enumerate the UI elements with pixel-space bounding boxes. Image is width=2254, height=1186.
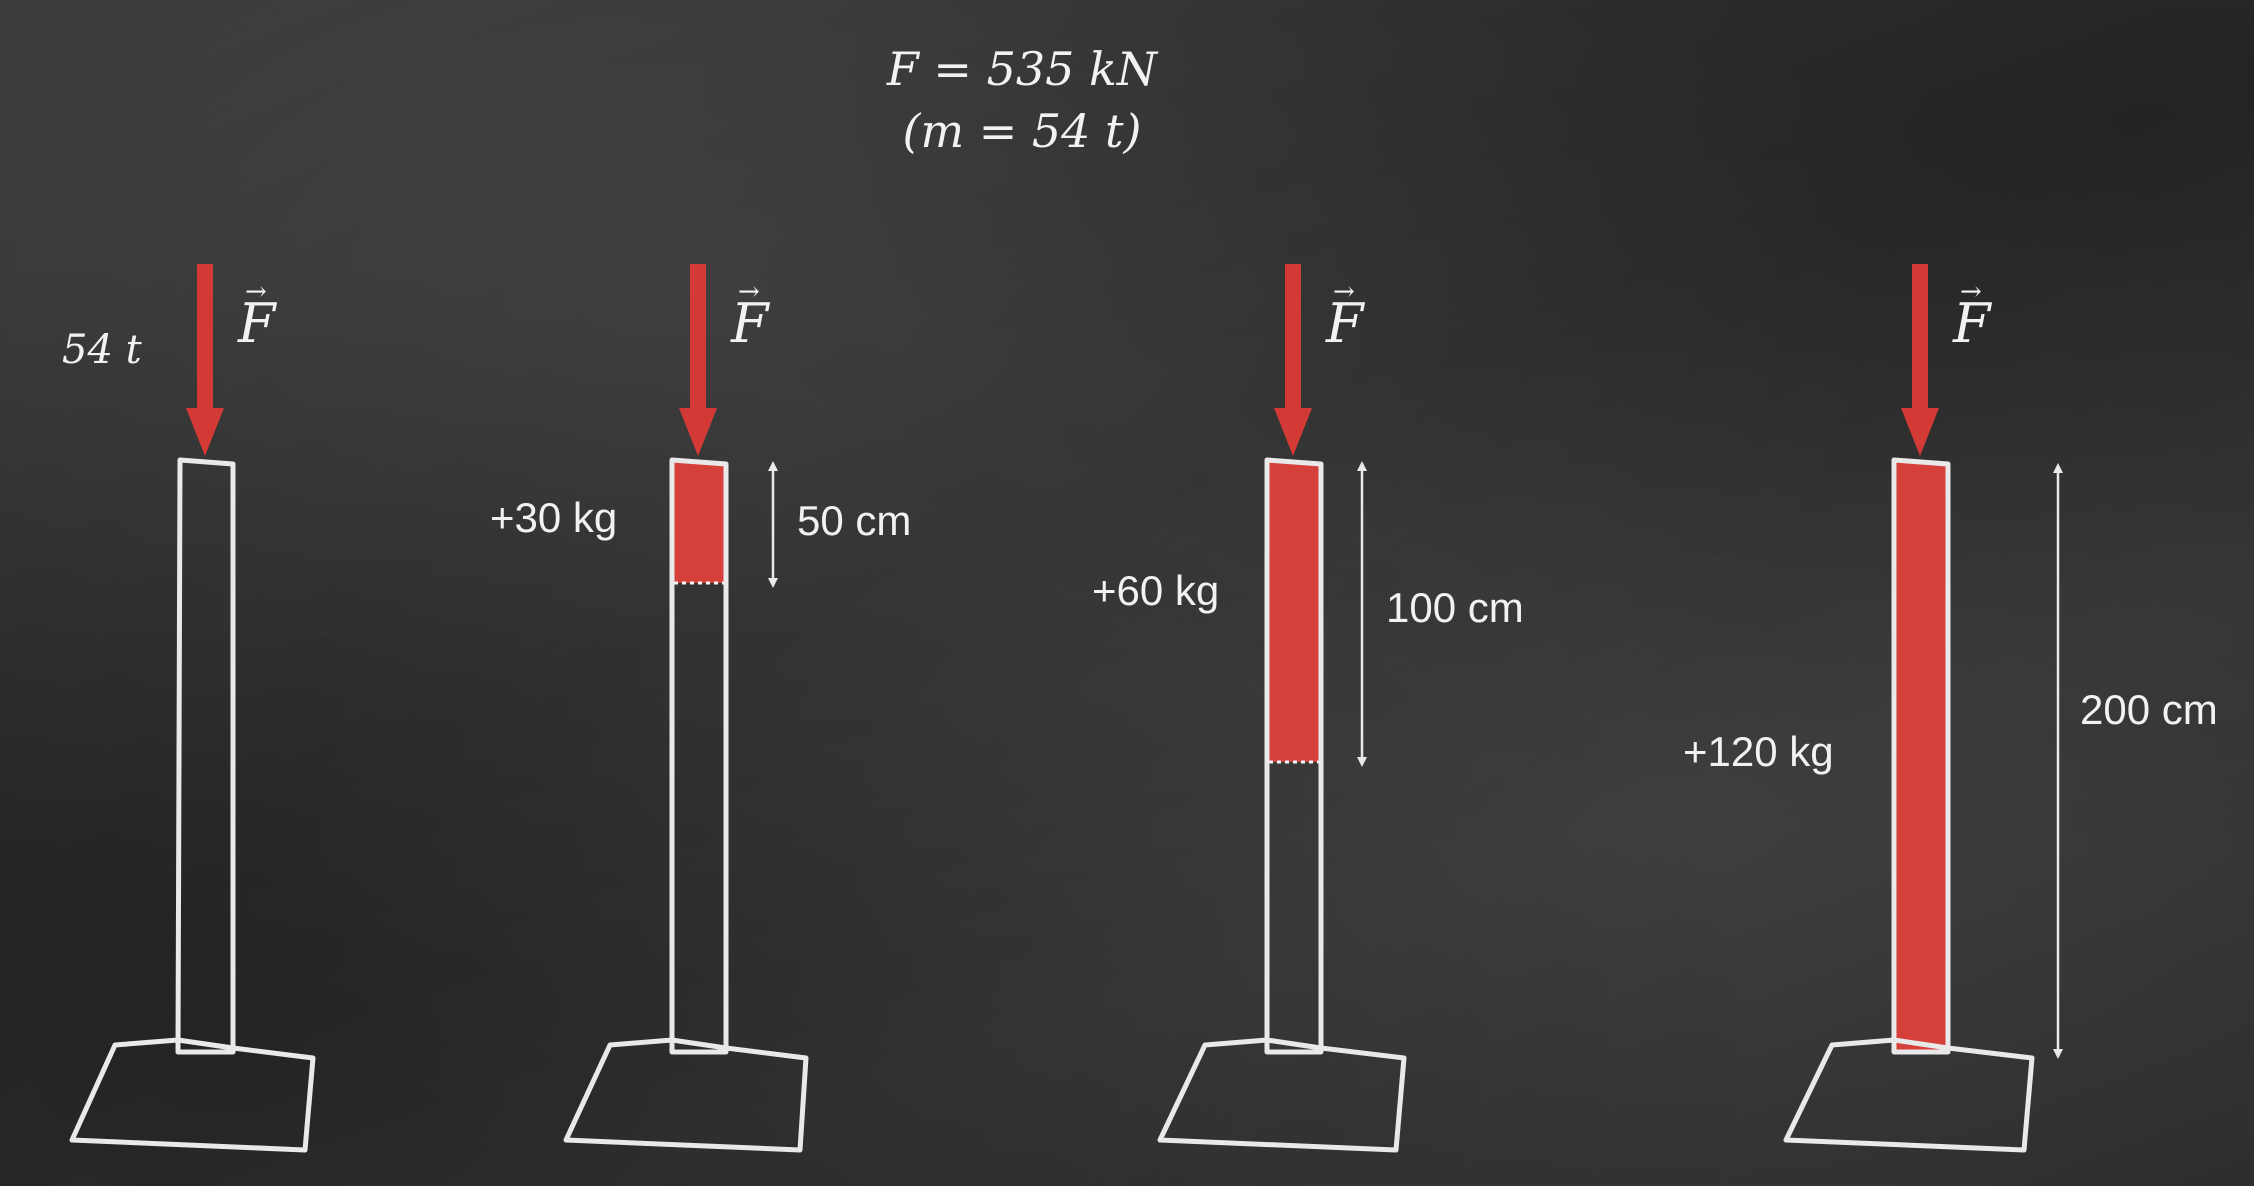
column-3: F → +60 kg 100 cm (1092, 264, 1524, 1153)
force-arrow-4 (1901, 264, 1939, 456)
added-mass-label-4: +120 kg (1683, 728, 1834, 775)
column-shaft-3 (1264, 457, 1324, 1055)
vector-arrow-glyph: → (245, 277, 267, 307)
column-base-1 (69, 1037, 316, 1153)
force-vector-label-2: F → (730, 277, 771, 355)
force-vector-label-1: F → (237, 277, 278, 355)
column-base-2 (563, 1037, 809, 1153)
height-label-4: 200 cm (2080, 686, 2218, 733)
mass-label-54t: 54 t (62, 327, 143, 373)
added-mass-label-3: +60 kg (1092, 567, 1219, 614)
svg-text:→: → (1960, 277, 1982, 307)
column-shaft-4 (1891, 457, 1951, 1055)
formula-force: F = 535 kN (886, 42, 1159, 96)
force-arrow-1 (186, 264, 224, 456)
force-vector-label-4: F → (1952, 277, 1993, 355)
added-mass-label-2: +30 kg (490, 494, 617, 541)
force-arrow-3 (1274, 264, 1312, 456)
column-shaft-2 (669, 457, 729, 1055)
force-vector-symbol: F (237, 292, 278, 355)
column-2: F → +30 kg 50 cm (490, 264, 911, 1153)
load-fill-4 (1896, 462, 1948, 1052)
formula-mass: (m = 54 t) (903, 104, 1142, 158)
column-4: F → +120 kg 200 cm (1683, 264, 2218, 1153)
force-vector-symbol: F (730, 292, 771, 355)
force-vector-symbol: F (1325, 292, 1366, 355)
column-shaft-1 (175, 457, 236, 1055)
force-vector-label-3: F → (1325, 277, 1366, 355)
load-fill-3 (1269, 462, 1321, 762)
force-arrow-2 (679, 264, 717, 456)
svg-text:→: → (1333, 277, 1355, 307)
height-label-2: 50 cm (797, 497, 911, 544)
column-base-3 (1157, 1037, 1407, 1153)
force-vector-symbol: F (1952, 292, 1993, 355)
column-base-4 (1783, 1037, 2035, 1153)
svg-text:→: → (738, 277, 760, 307)
load-fill-2 (674, 462, 726, 583)
height-label-3: 100 cm (1386, 584, 1524, 631)
column-1: F → 54 t (62, 264, 316, 1153)
